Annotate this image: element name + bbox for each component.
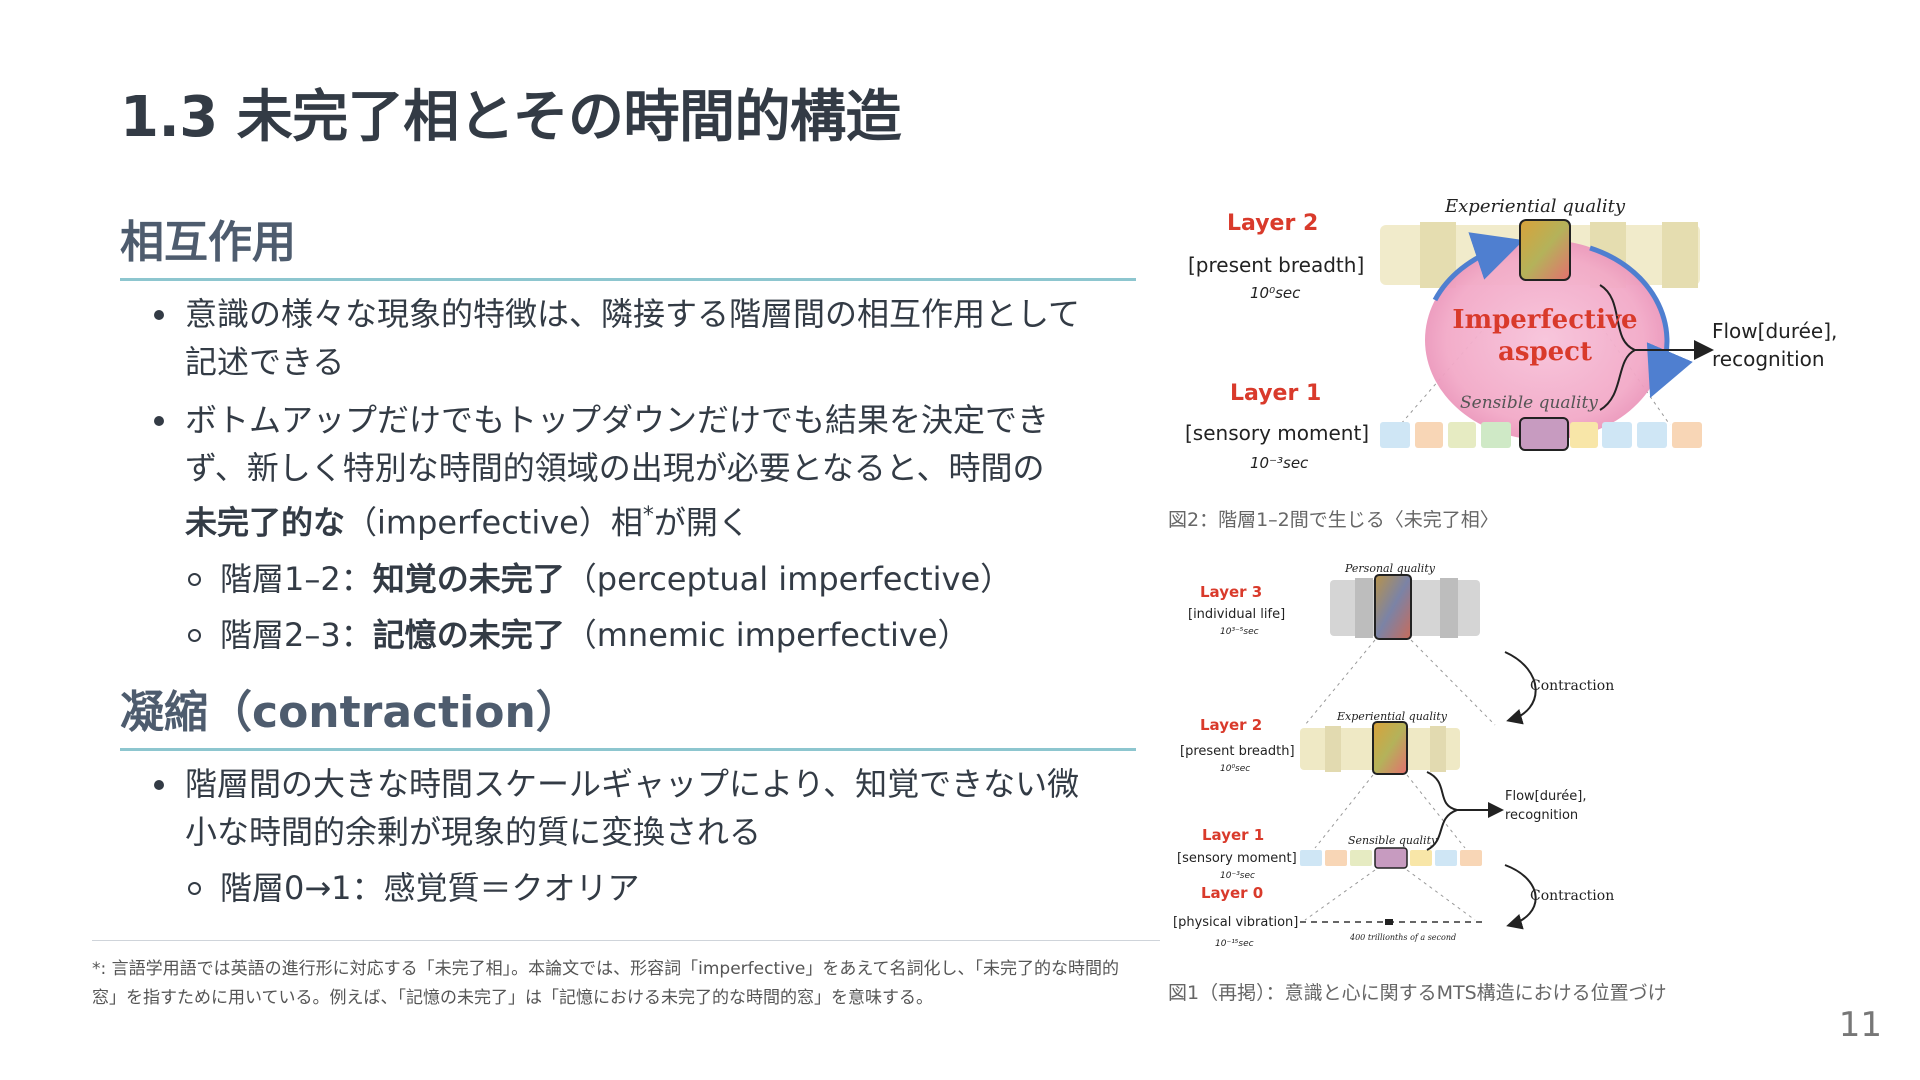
figure-2: Layer 2 [present breadth] 10⁰sec Layer 1… — [1170, 190, 1870, 490]
bullet-item: ボトムアップだけでもトップダウンだけでも結果を決定できず、新しく特別な時間的領域… — [150, 396, 1110, 659]
bullet-text: ボトムアップだけでもトップダウンだけでも結果を決定できず、新しく特別な時間的領域… — [185, 401, 1050, 487]
sub-text: 階層1–2： — [220, 559, 373, 598]
imperfective-label-1: Imperfective — [1452, 305, 1637, 335]
footnote-text: : 言語学用語では英語の進行形に対応する「未完了相」。本論文では、形容詞「imp… — [92, 959, 1120, 1008]
section-heading-interaction: 相互作用 — [120, 206, 1136, 281]
section-heading-contraction: 凝縮（contraction） — [120, 676, 1136, 751]
fig1-layer3-label: Layer 3 — [1200, 583, 1262, 601]
bullet-text: 階層間の大きな時間スケールギャップにより、知覚できない微小な時間的余剰が現象的質… — [185, 765, 1080, 851]
sub-bold: 記憶の未完了 — [372, 615, 565, 654]
fig1-layer1-label: Layer 1 — [1202, 826, 1264, 844]
fig1-layer0-label: Layer 0 — [1201, 884, 1263, 902]
contraction-arrow-1 — [1504, 651, 1537, 725]
blue-arrow-left — [1432, 232, 1524, 302]
layer1-desc: [sensory moment] — [1185, 421, 1369, 445]
figure-1: Layer 3 [individual life] 10³⁻⁵sec Perso… — [1165, 560, 1725, 960]
imperfective-label-2: aspect — [1498, 337, 1592, 367]
footnote: *: 言語学用語では英語の進行形に対応する「未完了相」。本論文では、形容詞「im… — [92, 955, 1142, 1013]
fig1-layer1-strip — [1300, 847, 1482, 869]
sub-bullets: 階層1–2：知覚の未完了（perceptual imperfective） 階層… — [185, 555, 1110, 659]
sub-bullets: 階層0→1：感覚質＝クオリア — [185, 864, 1110, 912]
sub-text: （mnemic imperfective） — [564, 615, 970, 654]
bullet-item: 階層間の大きな時間スケールギャップにより、知覚できない微小な時間的余剰が現象的質… — [150, 760, 1110, 912]
layer1-time: 10⁻³sec — [1250, 454, 1309, 472]
fig1-experiential-label: Experiential quality — [1336, 710, 1448, 723]
contraction-arrow-2 — [1504, 864, 1537, 930]
flow-label-1: Flow[durée], — [1712, 319, 1837, 343]
fig1-flow-1: Flow[durée], — [1505, 789, 1587, 804]
layer2-label: Layer 2 — [1227, 211, 1318, 236]
contraction-bullets: 階層間の大きな時間スケールギャップにより、知覚できない微小な時間的余剰が現象的質… — [150, 760, 1110, 922]
fig1-contraction-1: Contraction — [1530, 678, 1614, 694]
footnote-ref: * — [642, 503, 654, 528]
experiential-patch — [1519, 219, 1571, 281]
sub-text: 階層2–3： — [220, 615, 373, 654]
sensible-patch — [1519, 417, 1569, 451]
bullet-text: （imperfective）相 — [345, 503, 643, 542]
interaction-bullets: 意識の様々な現象的特徴は、隣接する階層間の相互作用として記述できる ボトムアップ… — [150, 290, 1110, 669]
sub-bullet-item: 階層1–2：知覚の未完了（perceptual imperfective） — [185, 555, 1110, 603]
bullet-item: 意識の様々な現象的特徴は、隣接する階層間の相互作用として記述できる — [150, 290, 1110, 386]
footnote-divider — [92, 940, 1160, 941]
fig1-sensible-label: Sensible quality — [1348, 834, 1438, 847]
fig1-layer3-time: 10³⁻⁵sec — [1220, 627, 1259, 637]
fig1-layer2-time: 10⁰sec — [1220, 764, 1250, 774]
fig1-layer2-desc: [present breadth] — [1180, 744, 1295, 759]
figure-1-diagram: Layer 3 [individual life] 10³⁻⁵sec Perso… — [1173, 562, 1614, 949]
layer2-desc: [present breadth] — [1188, 253, 1364, 277]
bullet-bold: 未完了的な — [185, 503, 346, 542]
fig1-layer2-strip — [1300, 721, 1460, 775]
footnote-mark: * — [92, 959, 101, 979]
layer2-time: 10⁰sec — [1250, 284, 1301, 302]
sub-text: （perceptual imperfective） — [564, 559, 1013, 598]
fig1-layer1-time: 10⁻³sec — [1220, 871, 1255, 881]
layer1-strip — [1380, 417, 1702, 451]
fig1-contraction-2: Contraction — [1530, 888, 1614, 904]
sensible-label: Sensible quality — [1460, 393, 1598, 413]
sub-text: 階層0→1：感覚質＝クオリア — [220, 869, 640, 907]
sub-bullet-item: 階層2–3：記憶の未完了（mnemic imperfective） — [185, 611, 1110, 659]
fig1-flow-2: recognition — [1505, 808, 1578, 823]
bullet-text: 意識の様々な現象的特徴は、隣接する階層間の相互作用として記述できる — [185, 295, 1081, 381]
fig1-layer0-desc: [physical vibration] — [1173, 915, 1298, 930]
sub-bullet-item: 階層0→1：感覚質＝クオリア — [185, 864, 1110, 912]
figure-1-caption: 図1（再掲）：意識と心に関するMTS構造における位置づけ — [1168, 982, 1667, 1004]
fig1-layer3-desc: [individual life] — [1188, 607, 1285, 622]
fig1-trillionths: 400 trillionths of a second — [1349, 933, 1456, 942]
fig1-layer2-label: Layer 2 — [1200, 716, 1262, 734]
fig1-personal-label: Personal quality — [1344, 562, 1436, 575]
fig1-layer1-desc: [sensory moment] — [1177, 851, 1297, 866]
sub-bold: 知覚の未完了 — [372, 559, 565, 598]
page-number: 11 — [1838, 1005, 1882, 1045]
bullet-text: が開く — [653, 503, 750, 542]
layer1-label: Layer 1 — [1230, 381, 1321, 406]
page-title: 1.3 未完了相とその時間的構造 — [120, 85, 902, 150]
blue-arrow-right — [1589, 245, 1693, 398]
experiential-label: Experiential quality — [1444, 196, 1626, 217]
flow-label-2: recognition — [1712, 347, 1825, 371]
fig1-layer3-strip — [1330, 574, 1480, 640]
figure-2-diagram: Layer 2 [present breadth] 10⁰sec Layer 1… — [1185, 196, 1837, 472]
figure-2-caption: 図2：階層1–2間で生じる〈未完了相〉 — [1168, 509, 1499, 531]
fig1-layer0-time: 10⁻¹⁵sec — [1215, 939, 1254, 949]
